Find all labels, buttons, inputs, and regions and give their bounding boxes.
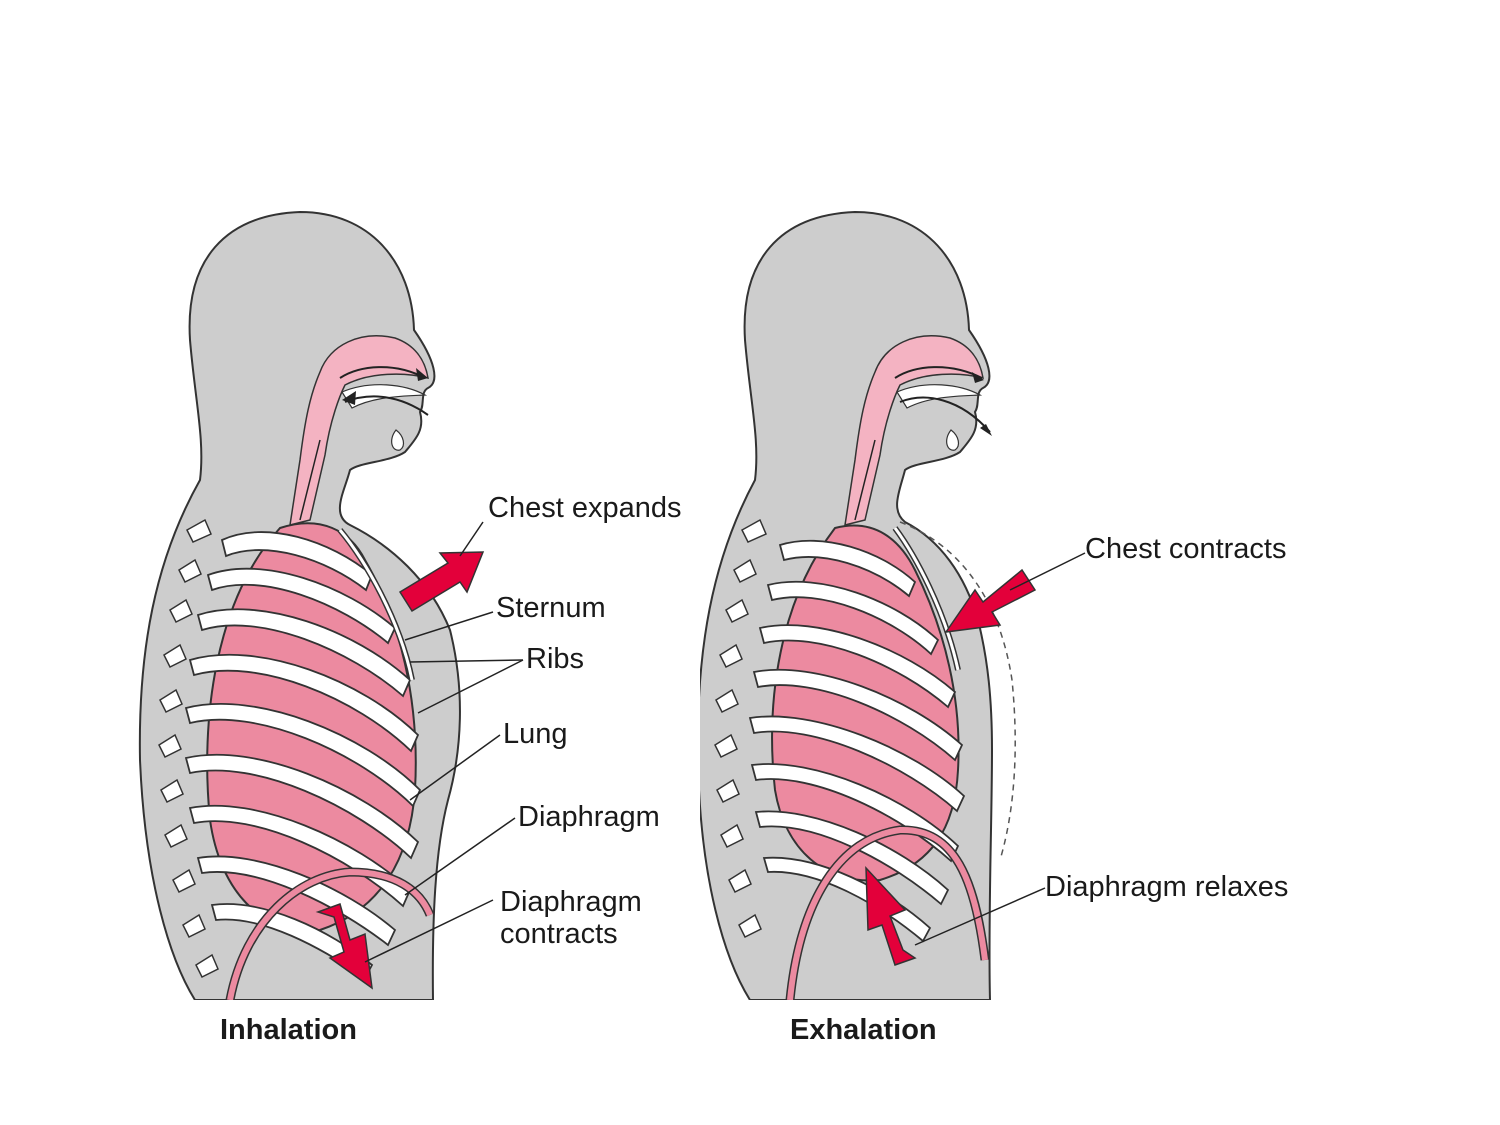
label-diaphragm-relaxes: Diaphragm relaxes <box>1045 871 1288 904</box>
label-ribs: Ribs <box>526 643 584 676</box>
label-diaphragm-contracts-line1: Diaphragm <box>500 886 642 919</box>
label-lung: Lung <box>503 718 568 751</box>
label-diaphragm: Diaphragm <box>518 801 660 834</box>
inhalation-figure <box>140 212 523 1000</box>
caption-exhalation: Exhalation <box>790 1014 937 1047</box>
label-diaphragm-contracts-line2: contracts <box>500 918 618 951</box>
exhalation-figure <box>698 212 1085 1000</box>
caption-inhalation: Inhalation <box>220 1014 357 1047</box>
label-sternum: Sternum <box>496 592 606 625</box>
label-chest-contracts: Chest contracts <box>1085 533 1286 566</box>
label-chest-expands: Chest expands <box>488 492 681 525</box>
